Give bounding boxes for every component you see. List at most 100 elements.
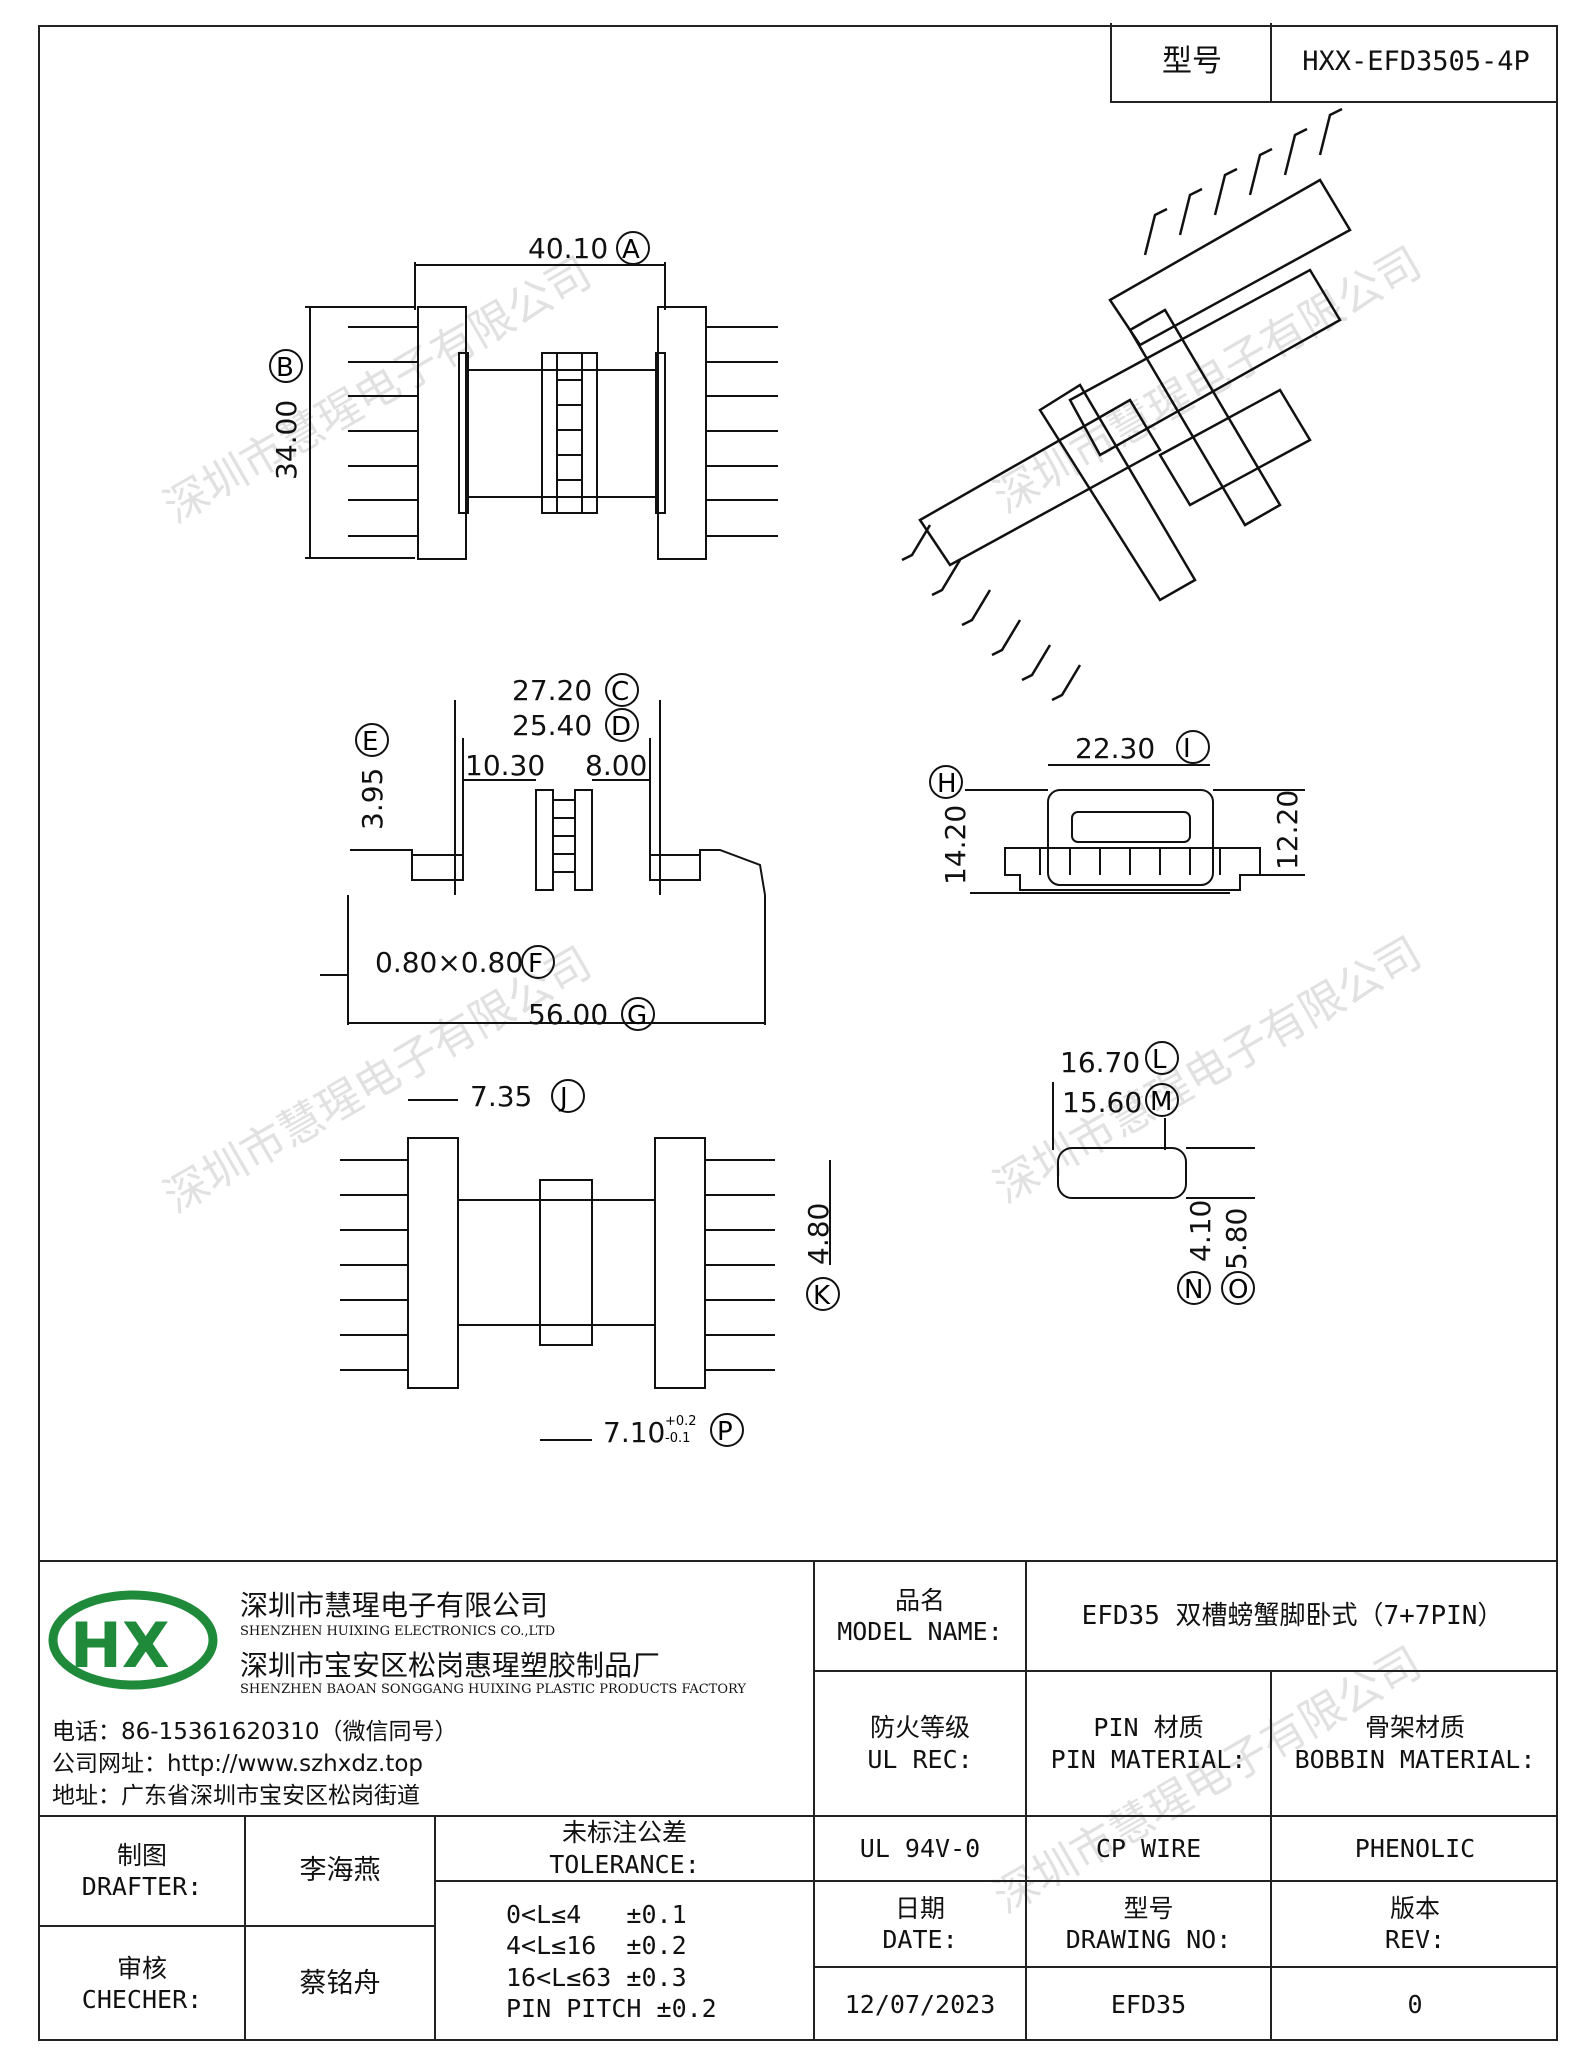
company-name-en: SHENZHEN HUIXING ELECTRONICS CO.,LTD [240,1624,556,1639]
dim-p-tol-lower: -0.1 [665,1431,690,1446]
top-view [305,262,778,560]
tolerance-label: 未标注公差 TOLERANCE: [434,1815,813,1880]
front-view [965,764,1305,894]
dim-k-tag: K [813,1281,831,1311]
tolerance-item: PIN PITCH ±0.2 [506,1993,717,2023]
dim-m-tag: M [1150,1087,1172,1117]
tolerance-label-en: TOLERANCE: [549,1849,700,1879]
dim-p-value: 7.10 [603,1416,665,1449]
dim-i-value: 22.30 [1075,732,1155,765]
checker-label-en: CHECHER: [81,1985,203,2014]
company-website: 公司网址：http://www.szhxdz.top [52,1751,424,1777]
dim-k-value: 4.80 [802,1203,835,1265]
company-logo: HX [48,1590,218,1690]
drawing-no-value: EFD35 [1025,1966,1270,2041]
dim-f-tag: F [528,949,543,979]
drafter-value: 李海燕 [244,1815,434,1925]
drafter-label-cn: 制图 [116,1840,167,1870]
dim-c-value: 27.20 [512,674,592,707]
company-phone: 电话：86-15361620310（微信同号） [52,1719,458,1745]
pin-label-cn: PIN 材质 [1093,1713,1204,1743]
dim-height-right: 12.20 [1271,790,1304,870]
dim-p-tol-upper: +0.2 [665,1414,697,1429]
dim-p-tag: P [717,1417,733,1447]
bobbin-material-label: 骨架材质 BOBBIN MATERIAL: [1270,1670,1558,1815]
isometric-view [901,107,1352,702]
drawing-no-label: 型号 DRAWING NO: [1025,1880,1270,1966]
dim-o-value: 5.80 [1220,1208,1253,1270]
date-value: 12/07/2023 [813,1966,1025,2041]
dim-e-tag: E [362,727,378,757]
drawing-label-cn: 型号 [1123,1893,1174,1923]
dim-h-value: 14.20 [939,805,972,885]
dim-j-value: 7.35 [470,1080,532,1113]
model-name-value: EFD35 双槽螃蟹脚卧式（7+7PIN） [1025,1560,1558,1670]
dim-c-tag: C [611,677,629,707]
dim-a-value: 40.10 [528,232,608,265]
side-view [320,700,766,1025]
tolerance-list: 0<L≤4 ±0.1 4<L≤16 ±0.2 16<L≤63 ±0.3 PIN … [434,1880,813,2041]
dim-n-value: 4.10 [1184,1200,1217,1262]
bottom-view [340,1099,831,1441]
tolerance-item: 16<L≤63 ±0.3 [506,1962,687,1992]
checker-label-cn: 审核 [116,1953,167,1983]
title-block: HX 深圳市慧瑆电子有限公司 SHENZHEN HUIXING ELECTRON… [38,1560,1558,2041]
dim-o-tag: O [1228,1275,1248,1305]
pin-material-label: PIN 材质 PIN MATERIAL: [1025,1670,1270,1815]
model-name-label-cn: 品名 [894,1585,945,1615]
checker-value: 蔡铭舟 [244,1925,434,2041]
rev-label-cn: 版本 [1389,1893,1440,1923]
date-label: 日期 DATE: [813,1880,1025,1966]
drafter-label: 制图 DRAFTER: [38,1815,244,1925]
tolerance-item: 4<L≤16 ±0.2 [506,1931,687,1961]
dim-l-tag: L [1152,1045,1167,1075]
model-box-value: HXX-EFD3505-4P [1270,23,1560,101]
company-address: 地址：广东省深圳市宝安区松岗街道 [52,1783,420,1809]
dim-g-tag: G [627,1001,647,1031]
checker-label: 审核 CHECHER: [38,1925,244,2041]
tolerance-item: 0<L≤4 ±0.1 [506,1900,687,1929]
bobbin-label-en: BOBBIN MATERIAL: [1294,1744,1536,1774]
rev-label: 版本 REV: [1270,1880,1558,1966]
ul-label: 防火等级 UL REC: [813,1670,1025,1815]
drawing-label-en: DRAWING NO: [1065,1925,1232,1954]
dim-n-tag: N [1184,1275,1203,1305]
ul-value: UL 94V-0 [813,1815,1025,1880]
pin-material-value: CP WIRE [1025,1815,1270,1880]
date-label-cn: 日期 [894,1893,945,1923]
ul-label-cn: 防火等级 [869,1713,970,1743]
dim-d-value: 25.40 [512,709,592,742]
factory-name-en: SHENZHEN BAOAN SONGGANG HUIXING PLASTIC … [240,1682,746,1697]
bobbin-label-cn: 骨架材质 [1364,1713,1465,1743]
company-info: HX 深圳市慧瑆电子有限公司 SHENZHEN HUIXING ELECTRON… [38,1560,813,1815]
dim-g-value: 56.00 [528,998,608,1031]
dim-e-value: 3.95 [356,768,389,830]
dim-d-tag: D [611,712,631,742]
bobbin-material-value: PHENOLIC [1270,1815,1558,1880]
dim-sub-right: 8.00 [585,749,647,782]
model-box-label: 型号 [1110,23,1272,101]
dim-f-value: 0.80×0.80 [375,946,523,979]
company-name-cn: 深圳市慧瑆电子有限公司 [240,1589,549,1622]
rev-label-en: REV: [1384,1925,1446,1954]
dim-m-value: 15.60 [1062,1086,1142,1119]
dim-b-tag: B [276,353,294,383]
dim-i-tag: I [1183,734,1191,764]
end-view [1052,1082,1255,1199]
model-name-label-en: MODEL NAME: [837,1617,1003,1646]
ul-label-en: UL REC: [867,1744,973,1774]
date-label-en: DATE: [882,1925,958,1954]
dim-a-tag: A [622,235,640,265]
dim-b-value: 34.00 [270,400,303,480]
logo-letters: HX [70,1609,170,1682]
factory-name-cn: 深圳市宝安区松岗惠瑆塑胶制品厂 [240,1649,661,1682]
dim-h-tag: H [937,769,957,799]
technical-drawing: 40.10 A 34.00 B 27.20 C [269,107,1352,1449]
rev-value: 0 [1270,1966,1558,2041]
dim-l-value: 16.70 [1060,1046,1140,1079]
pin-label-en: PIN MATERIAL: [1050,1744,1247,1774]
drafter-label-en: DRAFTER: [81,1872,203,1901]
dim-sub-left: 10.30 [465,749,545,782]
drawing-frame [38,25,1558,2041]
dim-j-tag: J [558,1083,568,1113]
